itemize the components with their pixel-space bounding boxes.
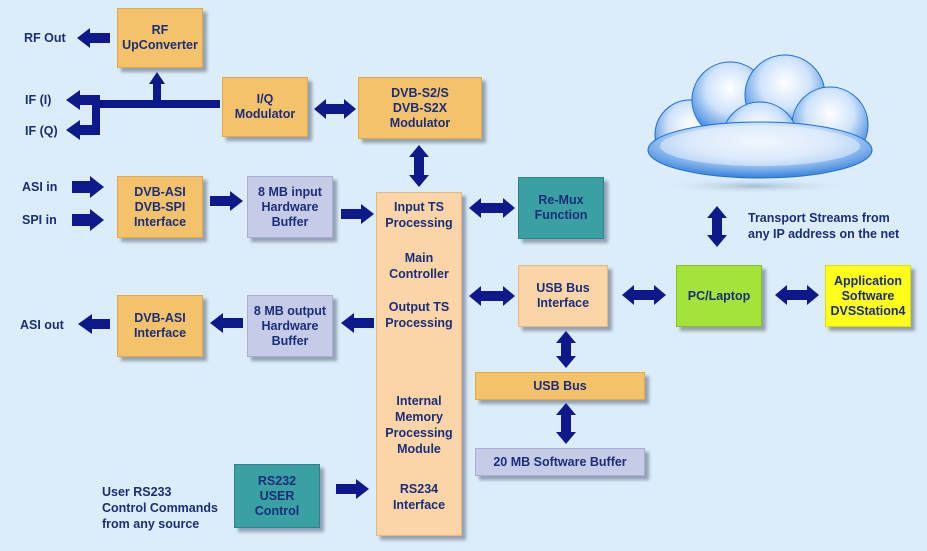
arrow-buffer-main <box>341 204 374 224</box>
arrow-rf-out <box>77 28 110 48</box>
line-iq-trunk <box>100 100 220 108</box>
arrow-pc-app <box>775 285 819 305</box>
remux-function-block: Re-Mux Function <box>518 177 604 239</box>
spi-in-label: SPI in <box>22 213 57 227</box>
dvb-asi-interface-block: DVB-ASI Interface <box>117 295 203 357</box>
arrow-if-i <box>66 90 100 110</box>
software-buffer-block: 20 MB Software Buffer <box>475 448 645 476</box>
rs234-interface-label: RS234 Interface <box>392 482 446 512</box>
internal-memory-label: Internal Memory Processing Module <box>385 394 453 456</box>
dvb-asi-spi-interface-block: DVB-ASI DVB-SPI Interface <box>117 176 203 238</box>
application-software-block: Application Software DVSStation4 <box>825 265 911 327</box>
usb-bus-interface-block: USB Bus Interface <box>518 265 608 327</box>
input-buffer-block: 8 MB input Hardware Buffer <box>247 176 333 238</box>
cloud-icon <box>647 54 873 194</box>
arrow-main-usb <box>469 286 515 306</box>
if-i-label: IF (I) <box>25 93 52 107</box>
user-rs233-label: User RS233 Control Commands from any sou… <box>102 485 218 531</box>
line-if-split <box>92 96 100 128</box>
input-ts-processing-label: Input TS Processing <box>385 200 453 230</box>
arrow-to-rf-upconverter <box>149 72 165 100</box>
output-ts-processing-label: Output TS Processing <box>385 300 453 330</box>
arrow-iq-dvbs2 <box>314 99 356 119</box>
rf-upconverter-block: RF UpConverter <box>117 8 203 68</box>
output-buffer-block: 8 MB output Hardware Buffer <box>247 295 333 357</box>
usb-bus-block: USB Bus <box>475 372 645 400</box>
main-controller-block: Input TS Processing Main Controller Outp… <box>376 192 462 536</box>
dvbs2-modulator-block: DVB-S2/S DVB-S2X Modulator <box>358 77 482 139</box>
arrow-spi-in <box>72 209 104 231</box>
iq-modulator-block: I/Q Modulator <box>222 77 308 137</box>
rs232-user-control-block: RS232 USER Control <box>234 464 320 528</box>
arrow-rs232-main <box>336 479 369 499</box>
arrow-asi-out <box>78 314 110 334</box>
arrow-if-q <box>66 120 100 140</box>
arrow-outbuffer-asi <box>210 313 243 333</box>
if-q-label: IF (Q) <box>25 124 58 138</box>
arrow-asi-in <box>72 176 104 198</box>
asi-in-label: ASI in <box>22 180 58 194</box>
main-controller-label: Main Controller <box>389 251 449 281</box>
pc-laptop-block: PC/Laptop <box>676 265 762 327</box>
arrow-main-remux <box>469 198 515 218</box>
arrow-usb-pc <box>622 285 666 305</box>
arrow-dvbs2-main <box>409 145 429 187</box>
arrow-usbif-usbbus <box>556 331 576 368</box>
arrow-main-outbuffer <box>341 313 374 333</box>
arrow-usbbus-swbuffer <box>556 403 576 444</box>
transport-streams-label: Transport Streams from any IP address on… <box>748 211 900 241</box>
arrow-cloud-pc <box>707 206 727 247</box>
arrow-interface-buffer <box>210 191 243 211</box>
rf-out-label: RF Out <box>24 31 66 45</box>
asi-out-label: ASI out <box>20 318 64 332</box>
